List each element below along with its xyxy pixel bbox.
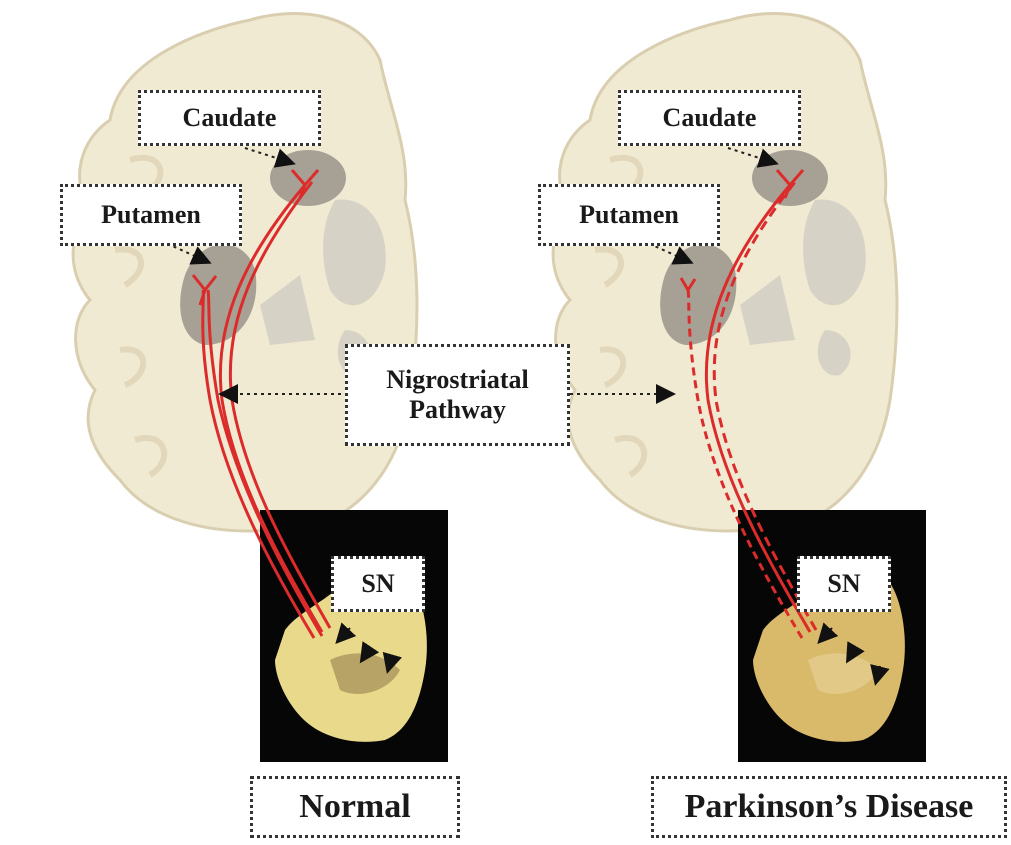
pd-sn-label: SN <box>797 556 891 612</box>
pd-midbrain-photo <box>738 510 926 762</box>
normal-condition-label: Normal <box>250 776 460 838</box>
pd-putamen-label: Putamen <box>538 184 720 246</box>
pd-caudate-label: Caudate <box>618 90 801 146</box>
pd-condition-label: Parkinson’s Disease <box>651 776 1007 838</box>
normal-putamen-label: Putamen <box>60 184 242 246</box>
normal-caudate-nucleus <box>270 150 346 206</box>
normal-midbrain-photo <box>260 510 448 762</box>
pathway-label: Nigrostriatal Pathway <box>345 344 570 446</box>
normal-sn-label: SN <box>331 556 425 612</box>
normal-caudate-label: Caudate <box>138 90 321 146</box>
